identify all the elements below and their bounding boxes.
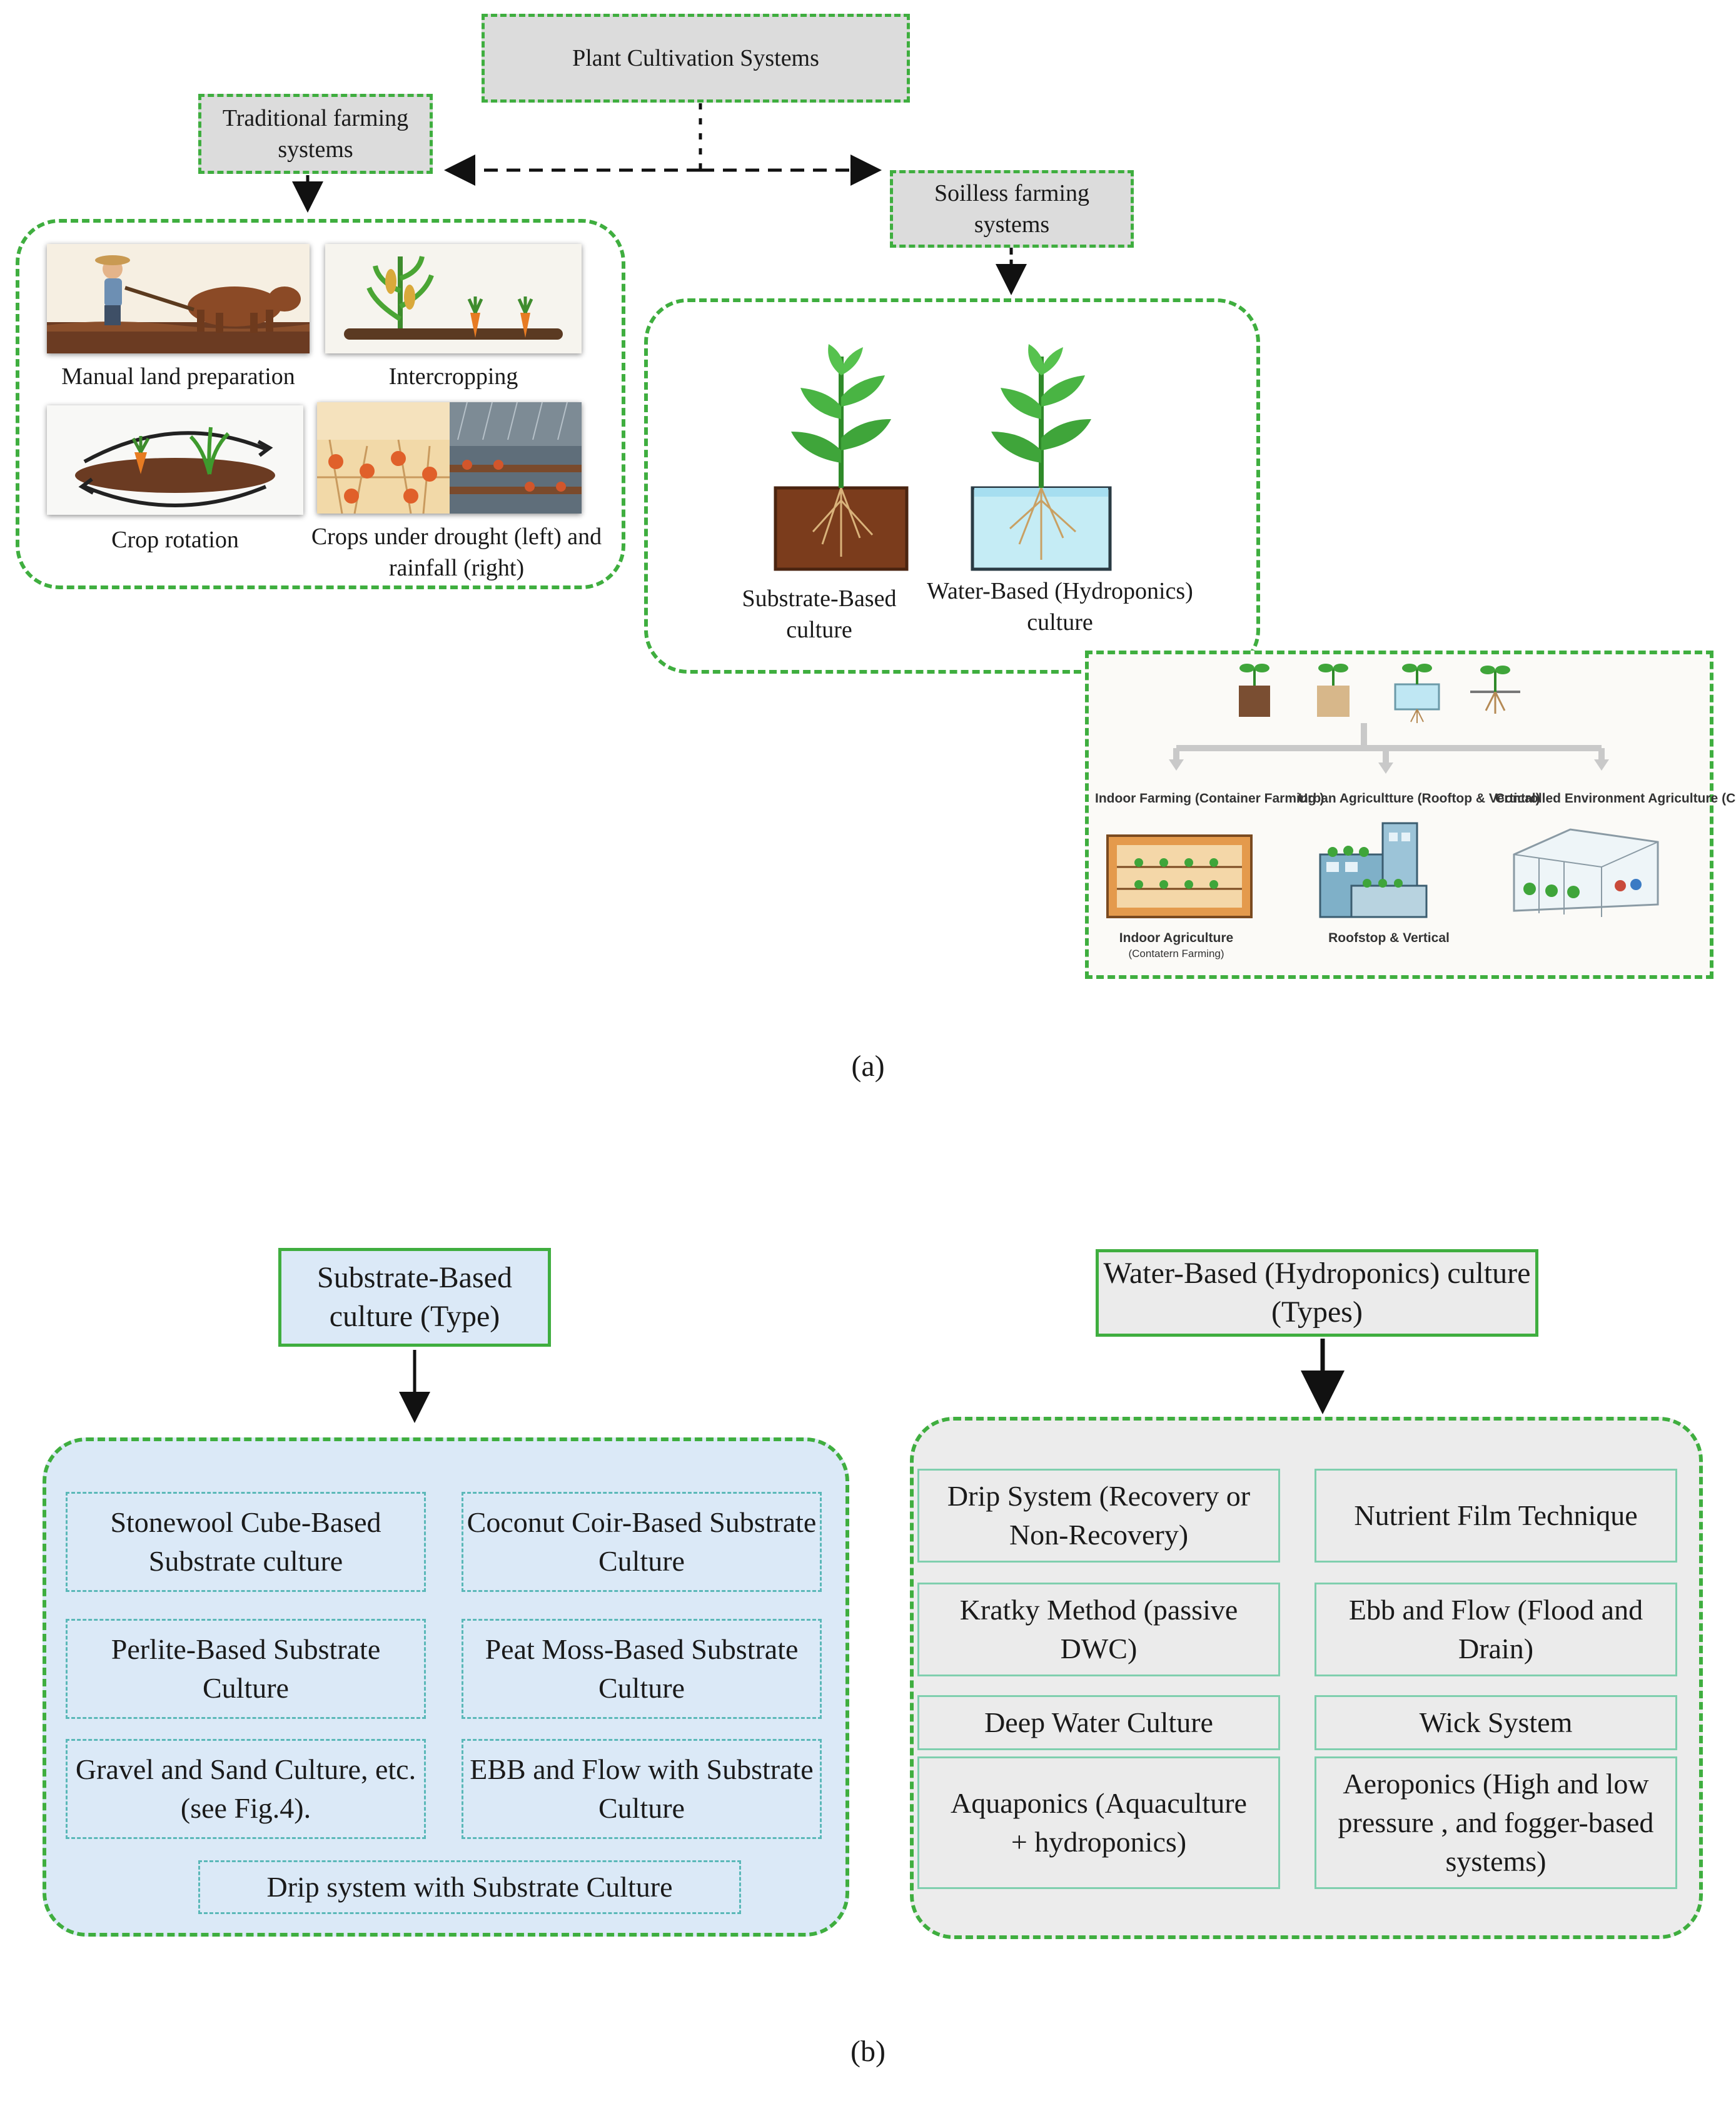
container-farm-icon (1106, 834, 1253, 918)
water-type-nft: Nutrient Film Technique (1315, 1469, 1677, 1563)
drought-rainfall-image (317, 402, 582, 514)
manual-land-preparation-image (47, 244, 310, 353)
crop-rotation-image (47, 405, 303, 515)
seedling-bare-root-icon (1470, 666, 1520, 714)
urban-rooftop-icon (1319, 822, 1428, 918)
substrate-type-peat-moss: Peat Moss-Based Substrate Culture (462, 1619, 822, 1719)
substrate-type-gravel-sand: Gravel and Sand Culture, etc. (see Fig.4… (66, 1739, 426, 1839)
drought-rainfall-caption: Crops under drought (left) and rainfall … (311, 524, 602, 581)
app-image-indoor-label: Indoor Agriculture (1119, 931, 1234, 945)
water-type-dwc: Deep Water Culture (917, 1695, 1280, 1750)
water-types-header: Water-Based (Hydroponics) culture (Types… (1096, 1249, 1538, 1337)
substrate-type-coconut-coir: Coconut Coir-Based Substrate Culture (462, 1492, 822, 1592)
substrate-types-header: Substrate-Based culture (Type) (278, 1248, 551, 1347)
water-type-aquaponics: Aquaponics (Aquaculture + hydroponics) (917, 1756, 1280, 1889)
applications-graphics (1106, 664, 1659, 918)
seedling-soil-cube-icon (1239, 664, 1270, 717)
water-type-kratky: Kratky Method (passive DWC) (917, 1583, 1280, 1676)
seedling-water-cup-icon (1394, 664, 1440, 723)
app-category-urban: Urban Agricultture (Rooftop & Vertical) (1298, 791, 1540, 806)
water-types-title: Water-Based (Hydroponics) culture (Types… (1103, 1257, 1531, 1329)
intercropping-caption: Intercropping (388, 363, 518, 390)
seedling-coir-cube-icon (1317, 664, 1350, 717)
manual-land-preparation-caption: Manual land preparation (61, 363, 295, 390)
water-based-caption: Water-Based (Hydroponics) culture (927, 578, 1193, 636)
app-image-urban-label: Roofstop & Vertical (1328, 931, 1450, 945)
substrate-types-title: Substrate-Based culture (Type) (317, 1261, 512, 1333)
substrate-type-drip: Drip system with Substrate Culture (198, 1860, 741, 1914)
traditional-group (16, 219, 625, 589)
part-b-label: (b) (850, 2035, 886, 2068)
substrate-types-group (43, 1437, 849, 1937)
water-type-wick: Wick System (1315, 1695, 1677, 1750)
crop-rotation-caption: Crop rotation (111, 527, 239, 553)
soilless-label: Soilless farming systems (934, 180, 1090, 238)
intercropping-image (325, 244, 582, 353)
water-type-drip: Drip System (Recovery or Non-Recovery) (917, 1469, 1280, 1563)
water-plant-image (971, 344, 1112, 571)
substrate-plant-image (774, 344, 909, 571)
traditional-label: Traditional farming systems (222, 105, 409, 163)
greenhouse-icon (1513, 828, 1659, 917)
applications-panel: Indoor Farming (Container Farming ) Urba… (1085, 651, 1736, 979)
substrate-type-ebb-flow: EBB and Flow with Substrate Culture (462, 1739, 822, 1839)
water-type-ebb-flow: Ebb and Flow (Flood and Drain) (1315, 1583, 1677, 1676)
traditional-node: Traditional farming systems (198, 94, 433, 174)
soilless-group (644, 298, 1260, 674)
app-image-indoor-sub: (Contatern Farming) (1128, 948, 1224, 960)
substrate-type-stonewool: Stonewool Cube-Based Substrate culture (66, 1492, 426, 1592)
root-label: Plant Cultivation Systems (572, 45, 819, 71)
soilless-node: Soilless farming systems (890, 170, 1134, 248)
substrate-based-caption: Substrate-Based culture (742, 585, 897, 643)
app-category-cea: Controlled Environment Agriculture (CEA) (1495, 791, 1736, 806)
water-type-aeroponics: Aeroponics (High and low pressure , and … (1315, 1756, 1677, 1889)
app-category-indoor: Indoor Farming (Container Farming ) (1095, 791, 1325, 806)
root-node: Plant Cultivation Systems (482, 14, 910, 103)
substrate-type-perlite: Perlite-Based Substrate Culture (66, 1619, 426, 1719)
part-a-label: (a) (851, 1050, 885, 1083)
